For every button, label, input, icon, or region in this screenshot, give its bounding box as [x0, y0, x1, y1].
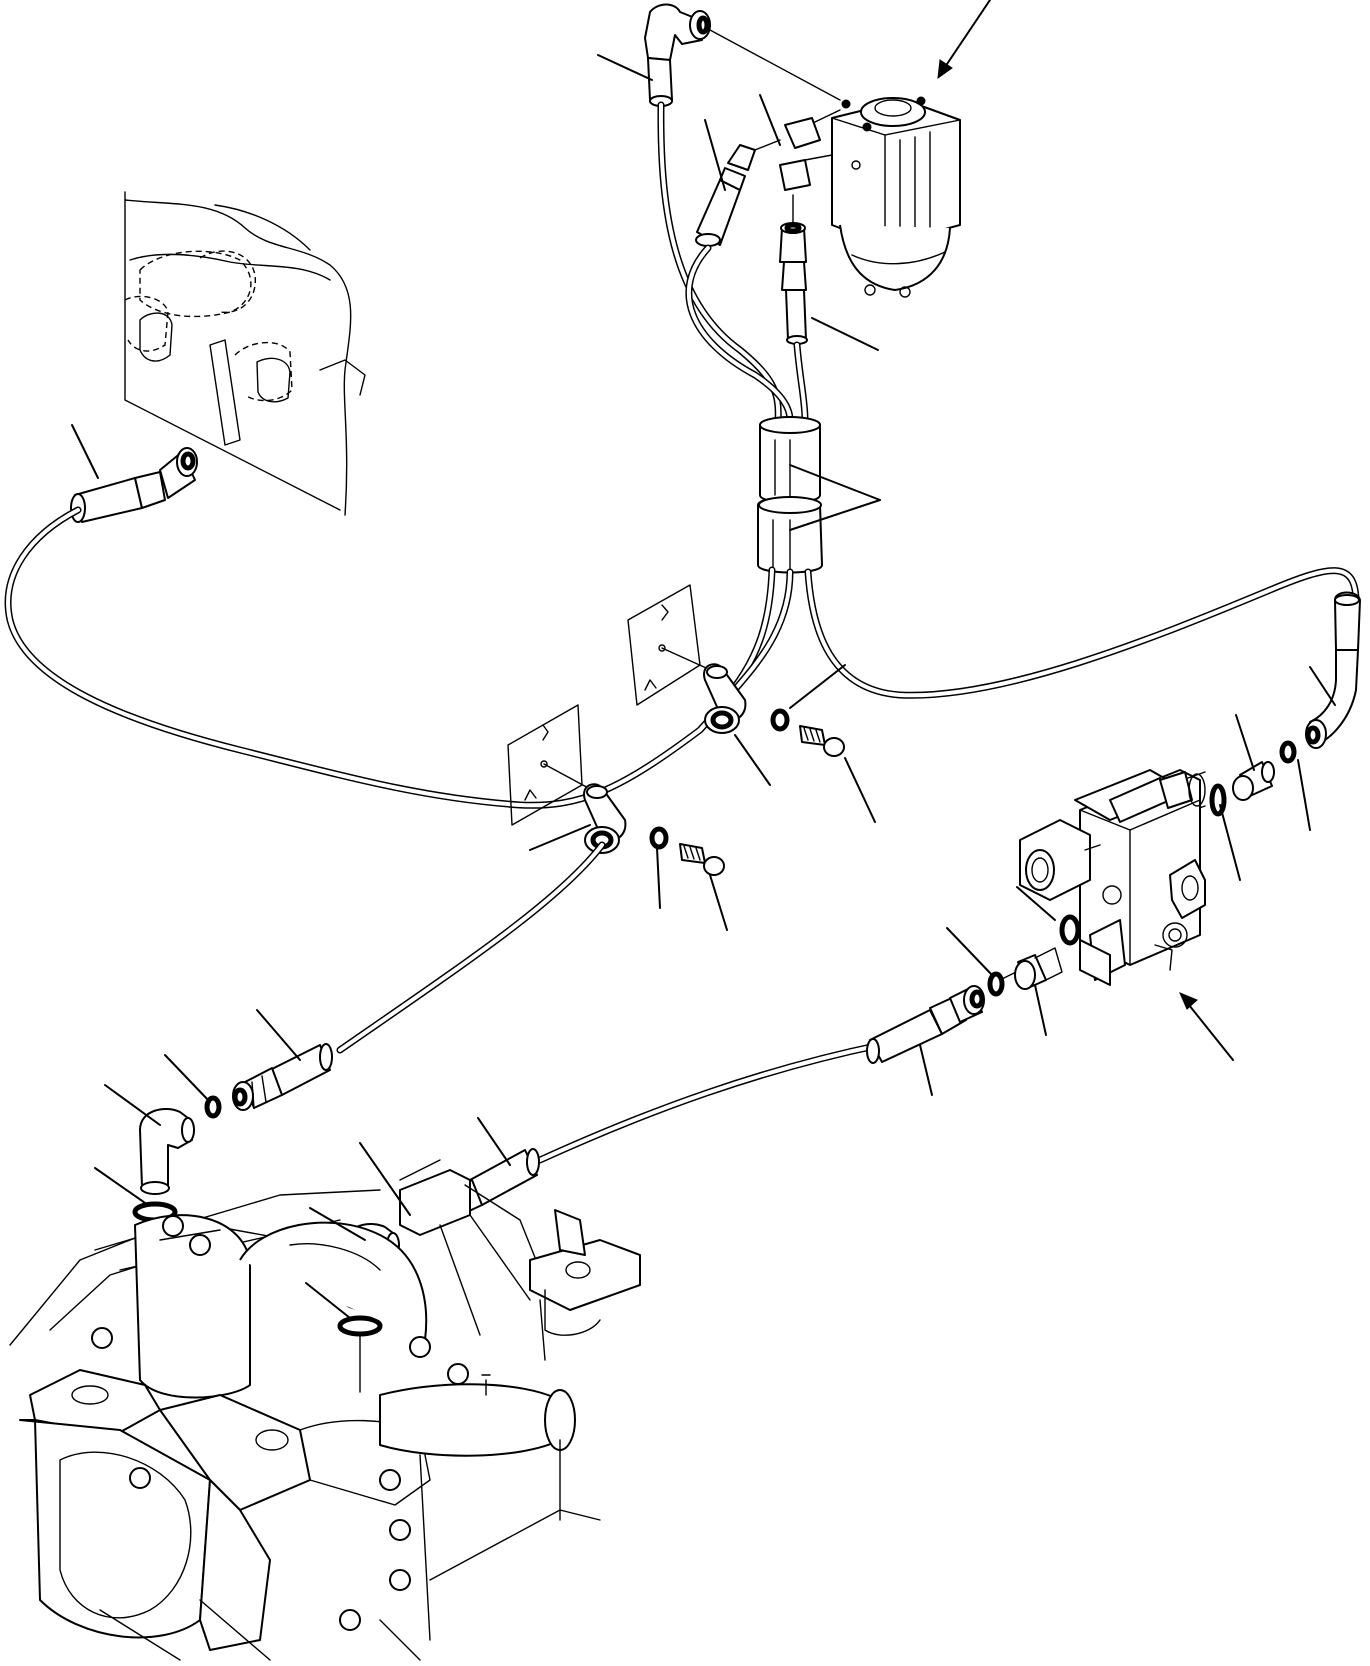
steering-elbow-hose: [644, 3, 841, 107]
axle-left-hose: [204, 841, 606, 1119]
engine-hose-loop: [4, 447, 722, 809]
steering-valve: [779, 96, 961, 298]
front-axle-housing: [9, 1159, 641, 1661]
upper-hose-bundle: [657, 101, 809, 424]
steering-port-hose: [695, 139, 808, 345]
valve-block-top-fittings: [1179, 591, 1361, 817]
solenoid-valve-block: [1019, 769, 1206, 986]
engine-block: [124, 191, 366, 516]
bracket-upper: [661, 647, 845, 757]
bracket-lower: [543, 763, 725, 876]
valve-block-hose: [866, 914, 1091, 1064]
hose-clamps: [757, 416, 823, 574]
leader-lines: [71, 0, 1336, 1319]
